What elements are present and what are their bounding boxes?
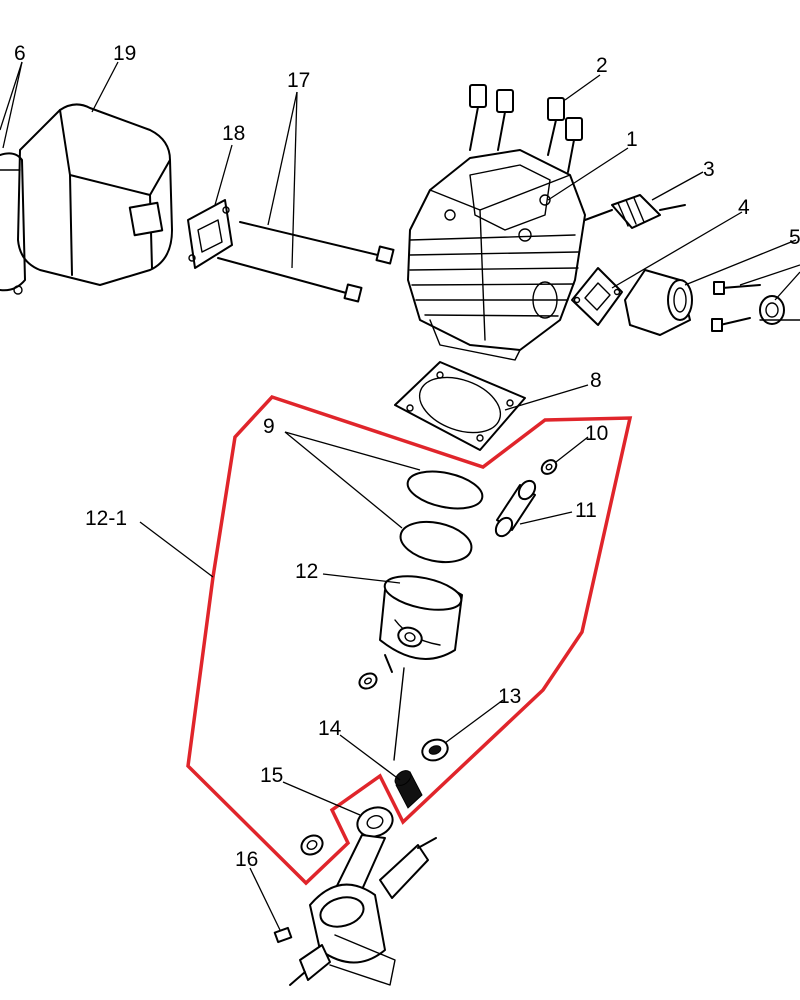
piston <box>358 575 463 761</box>
muffler <box>0 103 173 295</box>
callout-17: 17 <box>287 69 310 92</box>
spark-plug <box>584 194 686 229</box>
callout-4: 4 <box>738 196 750 219</box>
callout-2: 2 <box>596 54 608 77</box>
callout-1: 1 <box>626 128 638 151</box>
needle-bearing <box>394 770 423 809</box>
callout-12-1: 12-1 <box>85 507 127 530</box>
cylinder-screws <box>469 84 583 173</box>
callout-15: 15 <box>260 764 283 787</box>
callout-11: 11 <box>575 499 597 522</box>
callout-18: 18 <box>222 122 245 145</box>
callout-6: 6 <box>14 42 26 65</box>
callout-5: 5 <box>789 226 800 249</box>
leader-lines <box>0 61 800 931</box>
piston-kit-outline <box>186 394 633 886</box>
cylinder <box>407 149 586 361</box>
muffler-gasket <box>187 199 233 269</box>
callout-3: 3 <box>703 158 715 181</box>
base-gasket <box>394 361 526 451</box>
muffler-bolts <box>217 221 395 303</box>
piston-rings <box>399 470 484 564</box>
thrust-washer <box>421 738 449 762</box>
callout-13: 13 <box>498 685 521 708</box>
callout-16: 16 <box>235 848 258 871</box>
callout-14: 14 <box>318 717 342 740</box>
piston-pin <box>494 459 558 538</box>
crank-key <box>273 926 293 944</box>
callout-19: 19 <box>113 42 136 65</box>
callout-9: 9 <box>263 415 275 438</box>
small-washer <box>300 834 324 856</box>
crankshaft <box>289 806 437 986</box>
callout-10: 10 <box>585 422 608 445</box>
intake-gasket <box>571 267 623 326</box>
callout-8: 8 <box>590 369 602 392</box>
intake-manifold <box>624 269 800 336</box>
callout-12: 12 <box>295 560 318 583</box>
